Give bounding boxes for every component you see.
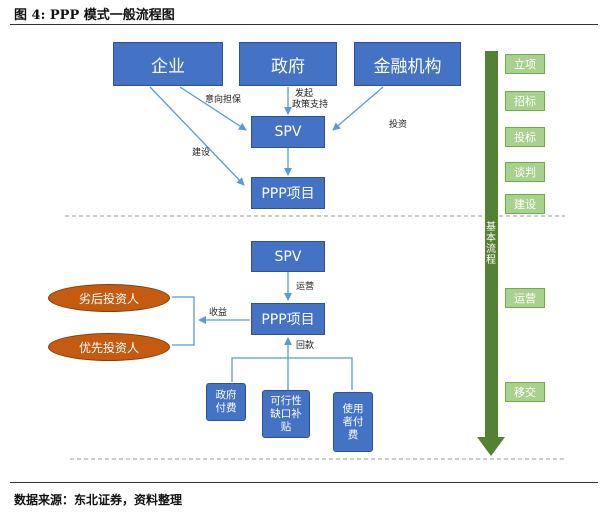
payback-bracket bbox=[231, 357, 353, 390]
label-policy: 政策支持 bbox=[292, 100, 329, 110]
stage-approval: 立项 bbox=[505, 54, 545, 74]
bottom-rule bbox=[10, 482, 598, 483]
investor-subordinate: 劣后投资人 bbox=[48, 284, 170, 312]
spv-top: SPV bbox=[251, 116, 325, 148]
label-payback: 回款 bbox=[296, 341, 315, 351]
source-note: 数据来源：东北证券，资料整理 bbox=[14, 493, 183, 507]
label-build: 建设 bbox=[192, 148, 211, 158]
payment-viability-gap: 可行性缺口补贴 bbox=[262, 390, 310, 438]
label-return: 收益 bbox=[209, 308, 228, 318]
stage-bid: 投标 bbox=[505, 127, 545, 147]
label-invest: 投资 bbox=[389, 120, 408, 130]
arrow-finance-spv bbox=[332, 86, 384, 131]
label-initiate: 发起 bbox=[295, 89, 314, 99]
figure-title: 图 4: PPP 模式一般流程图 bbox=[14, 8, 175, 23]
arrow-enterprise-ppp bbox=[149, 86, 245, 186]
node-government: 政府 bbox=[239, 42, 337, 86]
node-enterprise: 企业 bbox=[113, 42, 223, 86]
stage-transfer: 移交 bbox=[505, 382, 545, 402]
label-operate: 运营 bbox=[296, 282, 315, 292]
investor-priority: 优先投资人 bbox=[48, 333, 170, 361]
payment-government: 政府付费 bbox=[206, 383, 246, 421]
return-bracket bbox=[172, 296, 195, 346]
top-rule bbox=[10, 24, 598, 25]
node-finance: 金融机构 bbox=[354, 42, 461, 86]
payment-user: 使用者付费 bbox=[333, 392, 373, 452]
label-guarantee: 意向担保 bbox=[205, 95, 242, 105]
process-arrow bbox=[477, 51, 505, 456]
arrow-enterprise-spv bbox=[179, 86, 247, 131]
stage-tender: 招标 bbox=[505, 91, 545, 111]
stage-negotiation: 谈判 bbox=[505, 162, 545, 182]
ppp-project-top: PPP项目 bbox=[251, 177, 325, 209]
spv-bottom: SPV bbox=[251, 241, 325, 272]
stage-operation: 运营 bbox=[505, 288, 545, 308]
stage-construction: 建设 bbox=[505, 194, 545, 214]
ppp-project-bottom: PPP项目 bbox=[251, 303, 325, 335]
process-label: 基本流程 bbox=[486, 222, 496, 266]
